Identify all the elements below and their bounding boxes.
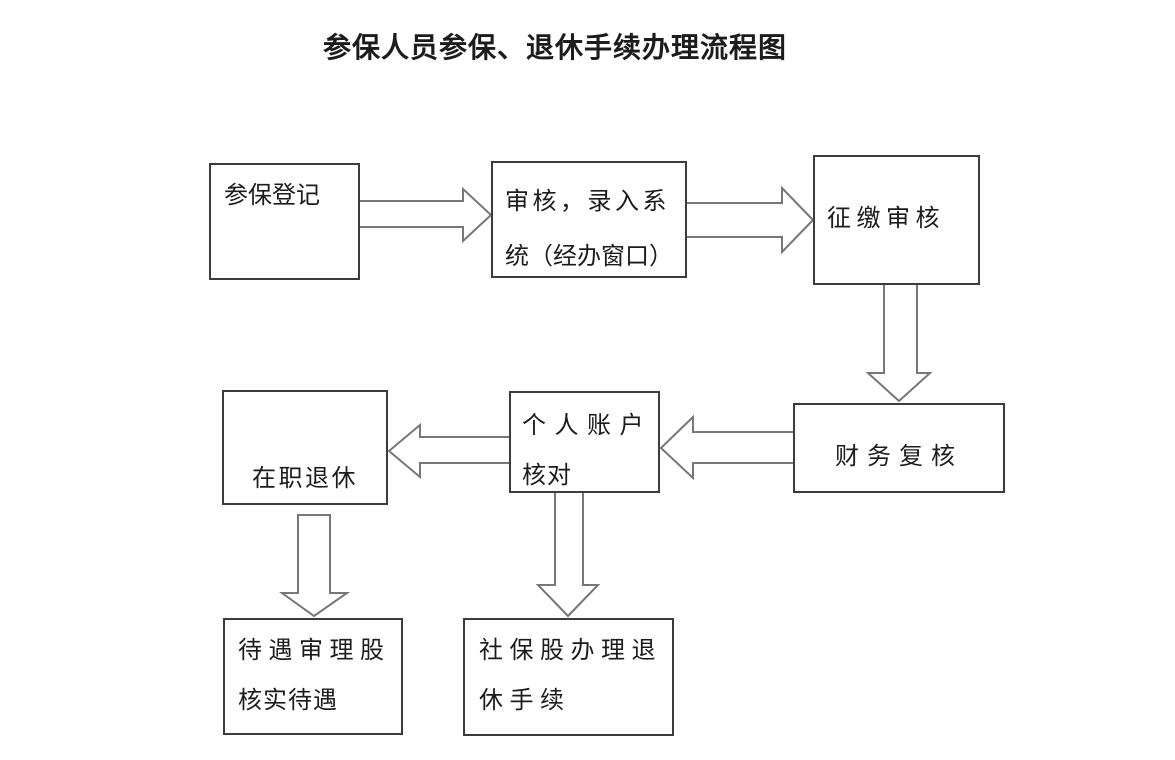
arrow-down-account-to-socialsecurity-icon: [535, 491, 601, 618]
flow-node-finance-recheck: 财务复核: [793, 403, 1005, 493]
flow-node-personal-account-check: 个人账户 核对: [509, 391, 660, 493]
arrow-right-registration-to-review-icon: [358, 186, 493, 244]
arrow-down-retirement-to-benefit-icon: [278, 514, 351, 618]
flow-node-enrollment-registration: 参保登记: [209, 163, 360, 280]
flow-node-label-line2: 统（经办窗口）: [505, 243, 673, 270]
flow-node-label: 征缴审核: [827, 205, 945, 232]
flow-node-label: 参保登记: [224, 182, 320, 209]
flow-node-review-system-entry: 审核，录入系 统（经办窗口）: [491, 161, 687, 278]
flow-node-label: 在职退休: [252, 465, 358, 492]
arrow-right-review-to-collection-icon: [685, 185, 815, 255]
flow-node-label: 财务复核: [835, 443, 963, 470]
arrow-left-finance-to-account-icon: [659, 414, 795, 481]
flow-node-label-line1: 个人账户: [522, 412, 652, 439]
flow-node-social-security-section: 社保股办理退 休手续: [463, 618, 674, 736]
page-title: 参保人员参保、退休手续办理流程图: [323, 32, 788, 63]
flow-node-label-line2: 休手续: [479, 687, 571, 714]
flow-node-label-line2: 核实待遇: [238, 687, 338, 714]
flow-node-label-line1: 审核，录入系: [505, 188, 670, 215]
flow-node-label-line1: 社保股办理退: [479, 637, 662, 664]
flow-node-label-line1: 待遇审理股: [238, 637, 391, 664]
flow-node-collection-review: 征缴审核: [813, 155, 980, 285]
arrow-down-collection-to-finance-icon: [865, 283, 933, 403]
flow-node-benefit-review-section: 待遇审理股 核实待遇: [223, 618, 403, 735]
flow-node-in-service-retirement: 在职退休: [222, 390, 388, 505]
flow-node-label-line2: 核对: [522, 462, 572, 489]
arrow-left-account-to-retirement-icon: [387, 422, 511, 480]
